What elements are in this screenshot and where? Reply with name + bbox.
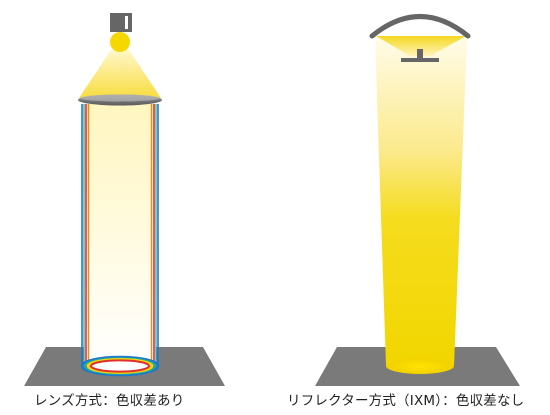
led-mount-post bbox=[417, 49, 423, 58]
reflector-dome bbox=[369, 14, 471, 39]
lens-light-cone bbox=[79, 50, 161, 98]
lens-beam bbox=[84, 104, 156, 366]
reflector-beam bbox=[375, 38, 467, 366]
spot-ring-red bbox=[90, 359, 150, 373]
led-housing bbox=[110, 13, 132, 32]
caption-reflector-method: リフレクター方式（IXM）：色収差なし bbox=[287, 393, 525, 409]
reflector-spot bbox=[386, 358, 454, 374]
lens-disc-top bbox=[80, 94, 160, 102]
reflector-inner-cone bbox=[376, 36, 466, 56]
led-mount-bar bbox=[401, 58, 439, 62]
spot-ring-blue bbox=[80, 355, 160, 377]
led-source bbox=[110, 32, 130, 52]
lens-system bbox=[24, 13, 225, 386]
led-housing-highlight bbox=[125, 16, 128, 29]
caption-lens-method: レンズ方式：色収差あり bbox=[34, 393, 185, 409]
reflector-system bbox=[315, 14, 520, 386]
